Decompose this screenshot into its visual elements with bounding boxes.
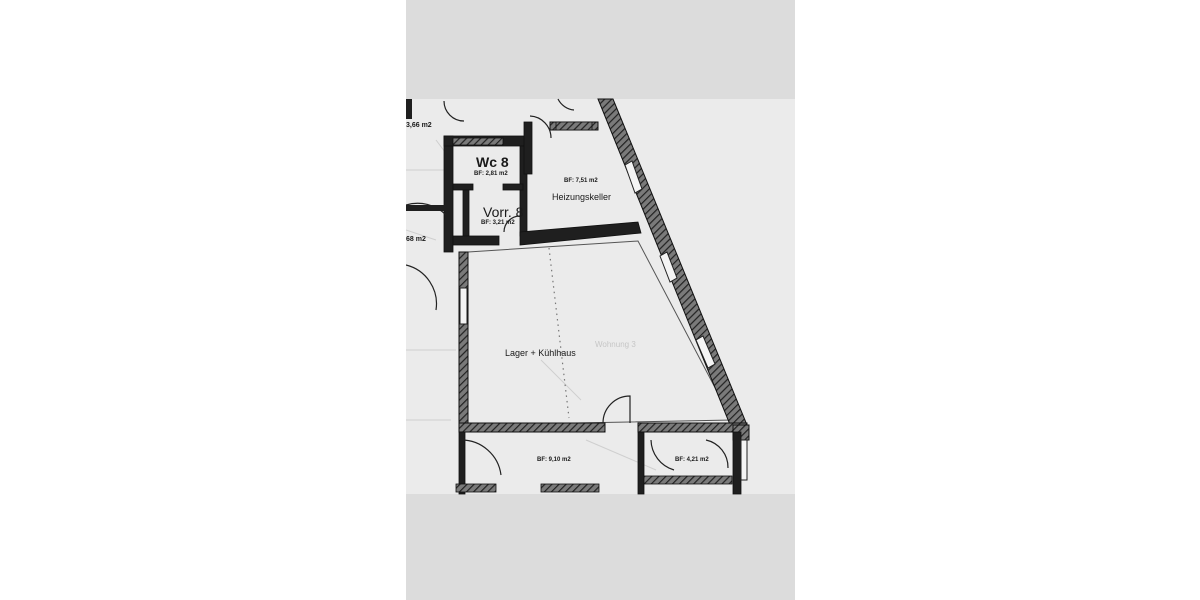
- lower-area-2: BF: 4,21 m2: [675, 457, 709, 463]
- vorr-area: BF: 3,21 m2: [481, 220, 515, 226]
- door-swings: [406, 98, 729, 476]
- dotted-line: [548, 247, 570, 419]
- heizung-area: BF: 7,51 m2: [564, 178, 598, 184]
- faint-text: Wohnung 3: [595, 340, 636, 349]
- window-symbols: [459, 160, 748, 481]
- photo-backdrop: Wc 8 BF: 2,81 m2 Vorr. 8 BF: 3,21 m2 BF:…: [406, 0, 795, 600]
- floor-plan: [406, 98, 795, 495]
- storage-label: Lager + Kühlhaus: [505, 348, 576, 358]
- door-sills: [452, 121, 733, 493]
- cut-off-area-2: 68 m2: [406, 236, 426, 243]
- left-partial-walls: [406, 99, 446, 211]
- wc-label: Wc 8: [476, 154, 509, 170]
- lower-area-1: BF: 9,10 m2: [537, 457, 571, 463]
- cut-off-area-1: 3,66 m2: [406, 122, 432, 129]
- heizung-label: Heizungskeller: [552, 192, 612, 202]
- wc-area: BF: 2,81 m2: [474, 171, 508, 177]
- vorr-label: Vorr. 8: [483, 204, 524, 220]
